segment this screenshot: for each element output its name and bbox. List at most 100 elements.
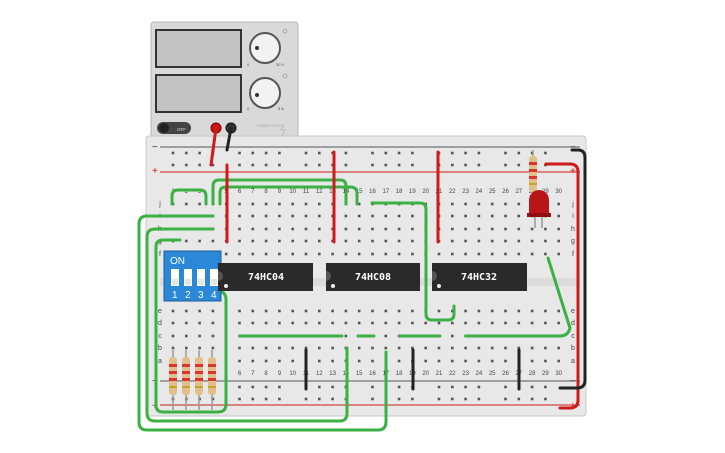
dip-toggle-1[interactable] bbox=[171, 269, 179, 286]
breadboard-hole[interactable] bbox=[371, 214, 374, 218]
breadboard-hole[interactable] bbox=[451, 202, 454, 206]
rail-hole[interactable] bbox=[397, 163, 401, 167]
breadboard-hole[interactable] bbox=[490, 309, 494, 313]
breadboard-hole[interactable] bbox=[477, 309, 481, 313]
black-rail-wire[interactable] bbox=[558, 148, 587, 390]
rail-hole[interactable] bbox=[477, 163, 481, 167]
breadboard-hole[interactable] bbox=[464, 239, 467, 243]
breadboard-hole[interactable] bbox=[251, 239, 255, 243]
rail-hole[interactable] bbox=[198, 163, 201, 167]
breadboard-hole[interactable] bbox=[251, 359, 255, 363]
breadboard-hole[interactable] bbox=[251, 227, 255, 231]
breadboard-hole[interactable] bbox=[557, 359, 560, 363]
breadboard-hole[interactable] bbox=[238, 239, 241, 243]
dip-toggle-4[interactable] bbox=[210, 269, 218, 286]
breadboard-hole[interactable] bbox=[185, 202, 188, 206]
rail-hole[interactable] bbox=[371, 385, 374, 389]
breadboard-hole[interactable] bbox=[264, 227, 268, 231]
breadboard-hole[interactable] bbox=[411, 346, 414, 350]
resistor-4[interactable] bbox=[208, 350, 216, 410]
rail-hole[interactable] bbox=[544, 397, 547, 401]
breadboard-hole[interactable] bbox=[357, 252, 361, 256]
rail-hole[interactable] bbox=[304, 397, 308, 401]
rail-hole[interactable] bbox=[371, 397, 374, 401]
breadboard-hole[interactable] bbox=[304, 346, 308, 350]
breadboard-hole[interactable] bbox=[517, 252, 521, 256]
rail-hole[interactable] bbox=[171, 163, 175, 167]
breadboard-hole[interactable] bbox=[504, 202, 507, 206]
breadboard-hole[interactable] bbox=[278, 239, 281, 243]
breadboard-hole[interactable] bbox=[185, 334, 188, 338]
breadboard-hole[interactable] bbox=[371, 359, 374, 363]
breadboard-hole[interactable] bbox=[530, 309, 534, 313]
breadboard-hole[interactable] bbox=[171, 321, 175, 325]
breadboard-hole[interactable] bbox=[278, 346, 281, 350]
breadboard-hole[interactable] bbox=[331, 252, 334, 256]
breadboard-hole[interactable] bbox=[304, 202, 308, 206]
rail-hole[interactable] bbox=[318, 151, 321, 155]
breadboard-hole[interactable] bbox=[464, 214, 467, 218]
breadboard-hole[interactable] bbox=[437, 346, 441, 350]
breadboard-hole[interactable] bbox=[291, 239, 294, 243]
breadboard-hole[interactable] bbox=[278, 309, 281, 313]
current-knob[interactable] bbox=[249, 77, 281, 109]
breadboard-hole[interactable] bbox=[291, 227, 294, 231]
resistor-3[interactable] bbox=[195, 350, 203, 410]
breadboard-hole[interactable] bbox=[264, 239, 268, 243]
rail-hole[interactable] bbox=[530, 385, 534, 389]
breadboard-hole[interactable] bbox=[224, 252, 228, 256]
rail-hole[interactable] bbox=[185, 151, 188, 155]
breadboard-hole[interactable] bbox=[291, 202, 294, 206]
breadboard-hole[interactable] bbox=[251, 252, 255, 256]
breadboard-hole[interactable] bbox=[198, 346, 201, 350]
breadboard-hole[interactable] bbox=[185, 309, 188, 313]
rail-hole[interactable] bbox=[185, 163, 188, 167]
power-supply[interactable]: 0 30 V 0 5 A OFF POWER SUPPLY bbox=[150, 21, 299, 143]
rail-hole[interactable] bbox=[517, 397, 521, 401]
breadboard-hole[interactable] bbox=[530, 239, 534, 243]
breadboard-hole[interactable] bbox=[517, 309, 521, 313]
breadboard-hole[interactable] bbox=[238, 321, 241, 325]
breadboard-hole[interactable] bbox=[198, 334, 201, 338]
breadboard-hole[interactable] bbox=[331, 321, 334, 325]
breadboard-hole[interactable] bbox=[304, 214, 308, 218]
breadboard-hole[interactable] bbox=[304, 252, 308, 256]
breadboard-hole[interactable] bbox=[544, 309, 547, 313]
breadboard-hole[interactable] bbox=[357, 214, 361, 218]
breadboard-hole[interactable] bbox=[490, 359, 494, 363]
breadboard-hole[interactable] bbox=[517, 346, 521, 350]
breadboard-hole[interactable] bbox=[451, 239, 454, 243]
rail-hole[interactable] bbox=[397, 151, 401, 155]
breadboard-hole[interactable] bbox=[504, 252, 507, 256]
breadboard-hole[interactable] bbox=[344, 239, 348, 243]
breadboard-hole[interactable] bbox=[490, 346, 494, 350]
chip-74hc04[interactable]: 74HC04 bbox=[218, 263, 313, 291]
breadboard-hole[interactable] bbox=[530, 252, 534, 256]
breadboard-hole[interactable] bbox=[557, 214, 560, 218]
rail-hole[interactable] bbox=[464, 151, 467, 155]
breadboard-hole[interactable] bbox=[331, 346, 334, 350]
breadboard-hole[interactable] bbox=[530, 227, 534, 231]
breadboard-hole[interactable] bbox=[464, 252, 467, 256]
breadboard-hole[interactable] bbox=[211, 239, 215, 243]
breadboard-hole[interactable] bbox=[557, 202, 560, 206]
breadboard-hole[interactable] bbox=[384, 334, 388, 338]
rail-hole[interactable] bbox=[238, 385, 241, 389]
breadboard-hole[interactable] bbox=[451, 334, 454, 338]
breadboard-hole[interactable] bbox=[371, 252, 374, 256]
rail-hole[interactable] bbox=[331, 385, 334, 389]
rail-hole[interactable] bbox=[264, 397, 268, 401]
breadboard-hole[interactable] bbox=[490, 252, 494, 256]
wire-4[interactable] bbox=[370, 201, 456, 322]
wire-3[interactable] bbox=[218, 185, 359, 206]
breadboard-hole[interactable] bbox=[384, 214, 388, 218]
breadboard-hole[interactable] bbox=[291, 346, 294, 350]
breadboard-hole[interactable] bbox=[278, 359, 281, 363]
breadboard-hole[interactable] bbox=[371, 321, 374, 325]
breadboard-hole[interactable] bbox=[530, 346, 534, 350]
breadboard-hole[interactable] bbox=[211, 309, 215, 313]
dip-toggle-2[interactable] bbox=[184, 269, 192, 286]
breadboard-hole[interactable] bbox=[291, 321, 294, 325]
breadboard-hole[interactable] bbox=[464, 359, 467, 363]
breadboard-hole[interactable] bbox=[490, 202, 494, 206]
